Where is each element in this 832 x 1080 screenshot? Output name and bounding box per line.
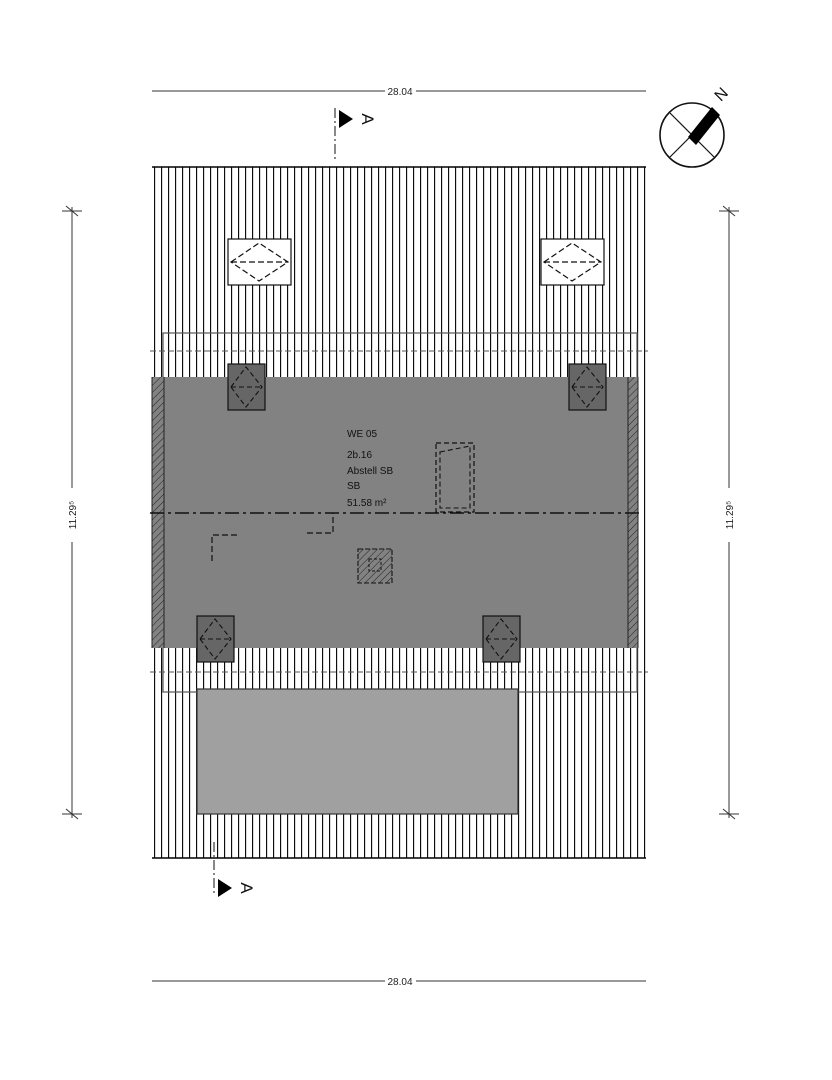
dimension-right: 11.29⁵ (719, 205, 739, 820)
dimension-left-label: 11.29⁵ (68, 501, 79, 529)
dimension-bottom-label: 28.04 (387, 977, 412, 988)
room-unit: WE 05 (347, 429, 377, 440)
chimney-shaft (357, 548, 393, 584)
dimension-right-label: 11.29⁵ (725, 501, 736, 529)
section-label-bottom: A (237, 882, 256, 894)
dimension-top-label: 28.04 (387, 87, 412, 98)
north-arrow-icon: N (659, 85, 732, 168)
skylight-lower-left (196, 615, 235, 663)
room-area (150, 377, 642, 648)
dimension-bottom: 28.04 (152, 977, 646, 988)
skylight-lower-right (482, 615, 521, 663)
dimension-left: 11.29⁵ (62, 205, 82, 820)
roof-window-top-left (227, 238, 292, 286)
roof-hatch (435, 442, 475, 513)
room-number: 2b.16 (347, 450, 372, 461)
dashed-corner-center (307, 513, 334, 534)
roof-window-top-right (540, 238, 605, 286)
skylight-upper-left (227, 363, 266, 411)
dimension-top: 28.04 (152, 87, 646, 98)
north-label: N (712, 85, 732, 105)
room-name: Abstell SB (347, 466, 393, 477)
room-label: WE 05 2b.16 Abstell SB SB 51.58 m² (347, 429, 393, 509)
room-area-value: 51.58 m² (347, 498, 387, 509)
skylight-upper-right (568, 363, 607, 411)
section-marker-top: A (334, 108, 377, 162)
section-label-top: A (358, 113, 377, 125)
section-marker-bottom: A (213, 842, 256, 897)
lower-roof-area (196, 688, 519, 815)
room-code: SB (347, 481, 361, 492)
